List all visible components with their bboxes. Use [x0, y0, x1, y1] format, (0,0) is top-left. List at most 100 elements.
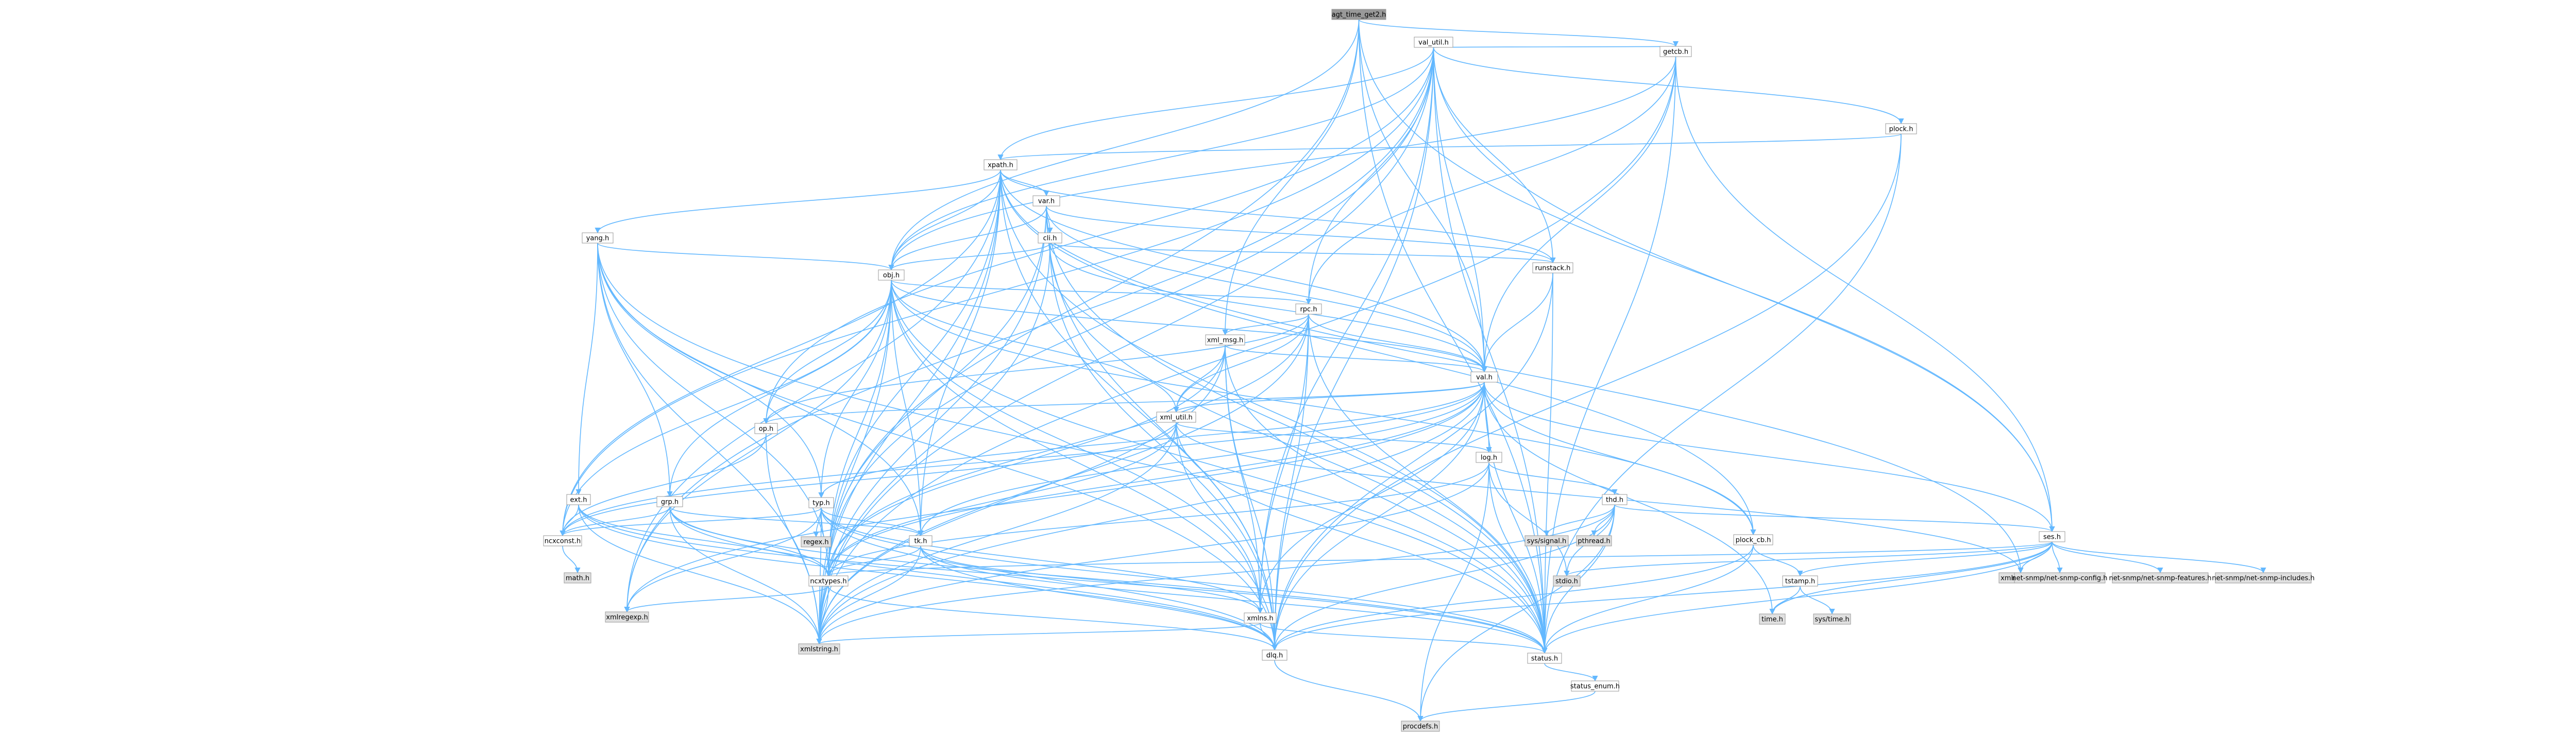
node-tstamp-h[interactable]: tstamp.h: [1782, 575, 1818, 587]
node-box: [1659, 46, 1692, 57]
edge-rpc-h-to-ncxtypes-h: [825, 314, 1309, 577]
edge-val-util-h-to-ncxtypes-h: [825, 47, 1434, 577]
node-label: val.h: [1476, 374, 1493, 382]
node-ncxconst-h[interactable]: ncxconst.h: [543, 535, 582, 546]
edge-getcb-h-to-rpc-h: [1306, 56, 1676, 305]
edge-getcb-h-to-xmlstring-h: [816, 56, 1676, 645]
node-tk-h[interactable]: tk.h: [909, 535, 933, 546]
edge-plock-h-to-xpath-h: [998, 133, 1902, 161]
edge-obj-h-to-xmlstring-h: [816, 280, 892, 645]
node-yang-h[interactable]: yang.h: [582, 232, 614, 244]
edge-grp-h-to-dlq-h: [669, 506, 1278, 651]
edge-ses-h-to-ncxtypes-h: [826, 541, 2053, 577]
node-label: net-snmp/net-snmp-config.h: [2012, 575, 2107, 583]
node-grp-h[interactable]: grp.h: [656, 496, 683, 507]
node-getcb-h[interactable]: getcb.h: [1659, 46, 1692, 57]
edge-runstack-h-to-dlq-h: [1272, 272, 1553, 651]
edge-val-h-to-xmlregexp-h: [624, 382, 1485, 613]
node-box: [2112, 572, 2209, 584]
node-label: xml_util.h: [1160, 414, 1192, 422]
edge-yang-h-to-dlq-h: [597, 243, 1278, 651]
node-ext-h[interactable]: ext.h: [566, 494, 591, 505]
node-ses-h[interactable]: ses.h: [2039, 531, 2065, 542]
node-box: [1813, 613, 1851, 625]
node-plock-cb-h[interactable]: plock_cb.h: [1733, 534, 1773, 545]
edge-thd-h-to-sys-signal-h: [1544, 504, 1615, 537]
edge-yang-h-to-grp-h: [597, 243, 673, 498]
node-runstack-h[interactable]: runstack.h: [1532, 262, 1573, 273]
node-label: obj.h: [883, 272, 900, 280]
node-val-h[interactable]: val.h: [1470, 371, 1498, 383]
node-label: getcb.h: [1663, 48, 1688, 56]
node-status-h[interactable]: status.h: [1527, 653, 1562, 664]
node-box: [566, 494, 591, 505]
node-var-h[interactable]: var.h: [1032, 195, 1060, 207]
edge-xml-util-h-to-xmlns-h: [1176, 422, 1263, 614]
node-box: [1032, 195, 1060, 207]
node-net-snmp-net-snmp-config-h: net-snmp/net-snmp-config.h: [2012, 572, 2108, 584]
edge-typ-h-to-xmlns-h: [821, 507, 1263, 614]
edge-val-h-to-xmlstring-h: [816, 382, 1485, 645]
edge-val-util-h-to-xmlregexp-h: [624, 47, 1434, 613]
node-xmlns-h[interactable]: xmlns.h: [1244, 612, 1277, 624]
edge-ses-h-to-time-h: [1769, 541, 2053, 615]
node-thd-h[interactable]: thd.h: [1602, 494, 1628, 505]
edge-thd-h-to-xmlstring-h: [816, 504, 1615, 645]
node-label: xpath.h: [988, 162, 1013, 169]
node-layer: agt_time_get2.h getcb.h val_util.h plock.h x…: [543, 9, 2315, 732]
node-xml-msg-h[interactable]: xml_msg.h: [1205, 334, 1245, 346]
node-label: rpc.h: [1300, 306, 1317, 314]
node-box: [1759, 613, 1786, 625]
edge-xpath-h-to-ncxtypes-h: [825, 169, 1001, 577]
node-rpc-h[interactable]: rpc.h: [1295, 303, 1322, 315]
node-op-h[interactable]: op.h: [754, 423, 778, 434]
node-agt-time-get2-h[interactable]: agt_time_get2.h: [1331, 9, 1386, 20]
node-time-h: time.h: [1759, 613, 1786, 625]
node-label: xml_msg.h: [1207, 337, 1244, 345]
node-dlq-h[interactable]: dlq.h: [1262, 649, 1287, 661]
edge-xpath-h-to-yang-h: [595, 169, 1001, 234]
node-val-util-h[interactable]: val_util.h: [1414, 37, 1453, 48]
edge-xmlns-h-to-dlq-h: [1260, 623, 1278, 651]
node-box: [1414, 37, 1453, 48]
edge-typ-h-to-tk-h: [821, 507, 924, 537]
node-typ-h[interactable]: typ.h: [808, 497, 834, 508]
edge-xpath-h-to-val-h: [1000, 169, 1487, 373]
edge-yang-h-to-typ-h: [597, 243, 824, 499]
edge-status-h-to-status-enum-h: [1544, 663, 1598, 682]
node-obj-h[interactable]: obj.h: [878, 269, 905, 281]
edge-getcb-h-to-obj-h: [888, 56, 1676, 271]
node-ncxtypes-h[interactable]: ncxtypes.h: [808, 575, 849, 587]
node-xpath-h[interactable]: xpath.h: [984, 159, 1018, 170]
edge-log-h-to-xmlstring-h: [816, 462, 1489, 645]
edge-tk-h-to-status-h: [920, 545, 1548, 654]
edge-ses-h-to-tstamp-h: [1797, 541, 2053, 577]
edge-yang-h-to-ext-h: [575, 243, 598, 495]
edge-tk-h-to-xmlstring-h: [816, 545, 921, 645]
edge-grp-h-to-xmlstring-h: [669, 506, 822, 645]
node-plock-h[interactable]: plock.h: [1885, 123, 1917, 134]
edge-obj-h-to-rpc-h: [891, 280, 1312, 305]
node-label: time.h: [1761, 616, 1783, 624]
edge-var-h-to-ncxtypes-h: [825, 206, 1047, 577]
node-log-h[interactable]: log.h: [1476, 452, 1502, 463]
edge-dlq-h-to-procdefs-h: [1274, 660, 1423, 722]
edge-val-h-to-ncxtypes-h: [825, 382, 1485, 577]
edge-tk-h-to-ncxtypes-h: [825, 545, 921, 577]
edge-val-util-h-to-dlq-h: [1272, 47, 1434, 651]
edge-obj-h-to-op-h: [763, 280, 892, 424]
node-box: [1532, 262, 1573, 273]
node-label: plock.h: [1889, 126, 1913, 133]
edge-obj-h-to-xmlregexp-h: [624, 280, 892, 613]
edge-xml-msg-h-to-val-h: [1225, 345, 1487, 373]
node-box: [808, 575, 849, 587]
edge-var-h-to-obj-h: [888, 206, 1047, 271]
edge-ext-h-to-xmlstring-h: [578, 504, 822, 645]
node-pthread-h: pthread.h: [1576, 535, 1612, 546]
node-label: ncxtypes.h: [810, 578, 846, 586]
node-status-enum-h[interactable]: status_enum.h: [1570, 680, 1620, 692]
node-xml-util-h[interactable]: xml_util.h: [1156, 412, 1196, 423]
edge-val-h-to-plock-cb-h: [1484, 382, 1756, 536]
node-cli-h[interactable]: cli.h: [1038, 232, 1062, 244]
node-box: [1476, 452, 1502, 463]
